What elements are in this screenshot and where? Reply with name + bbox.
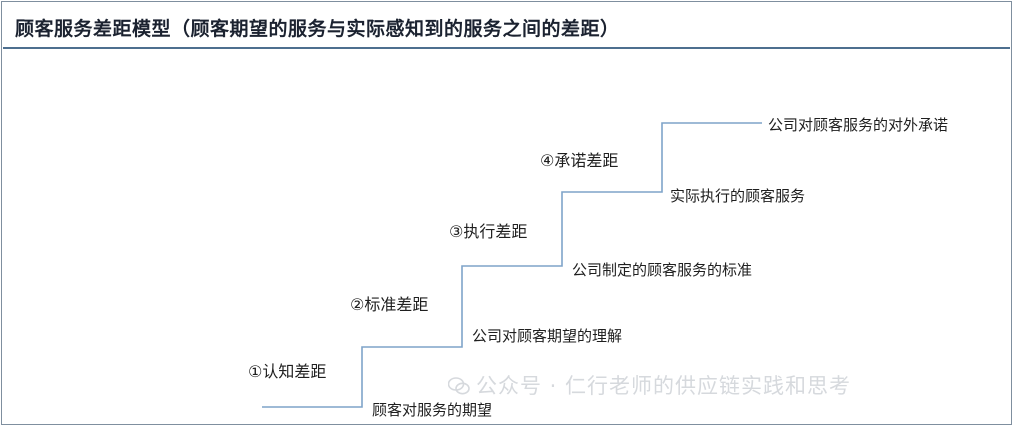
gap-standards: ②标准差距: [350, 295, 429, 314]
watermark-text: 公众号 · 仁行老师的供应链实践和思考: [476, 374, 852, 398]
header-divider: [3, 47, 1010, 49]
level-company-understanding: 公司对顾客期望的理解: [472, 327, 623, 345]
gap-communication: ④承诺差距: [540, 151, 619, 170]
wechat-icon: [448, 377, 470, 395]
staircase-line: [262, 122, 762, 408]
level-actual-delivery: 实际执行的顾客服务: [670, 187, 806, 205]
watermark: 公众号 · 仁行老师的供应链实践和思考: [448, 370, 851, 400]
diagram-title: 顾客服务差距模型（顾客期望的服务与实际感知到的服务之间的差距）: [15, 18, 620, 40]
gap-knowledge: ①认知差距: [248, 362, 327, 381]
level-customer-expectation: 顾客对服务的期望: [372, 401, 493, 419]
gap-delivery: ③执行差距: [449, 222, 528, 241]
level-external-promise: 公司对顾客服务的对外承诺: [768, 116, 949, 134]
level-service-standard: 公司制定的顾客服务的标准: [572, 261, 753, 279]
